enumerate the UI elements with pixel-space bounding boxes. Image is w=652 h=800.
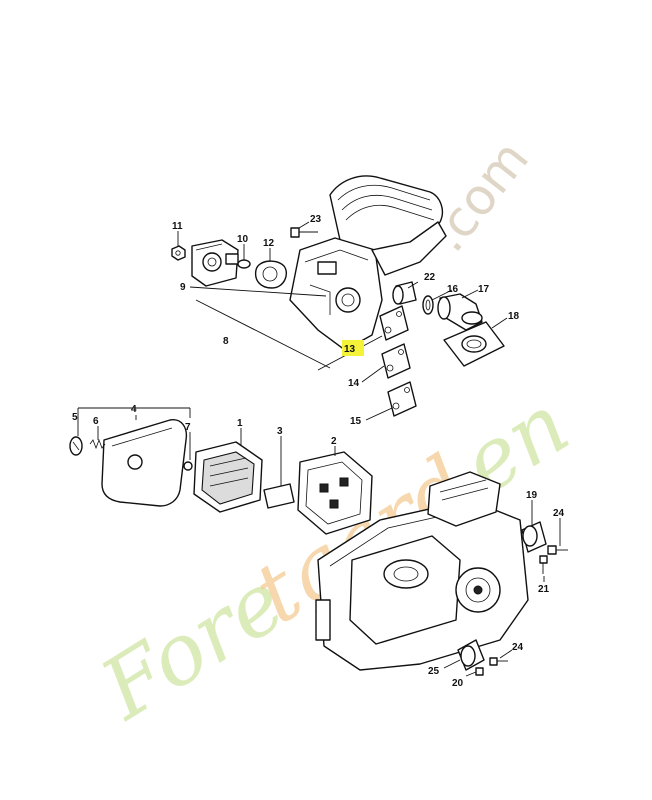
- callout-18[interactable]: 18: [508, 311, 520, 322]
- part-24-screw-bottom: [489, 657, 508, 666]
- part-17-intake: [437, 293, 483, 331]
- callout-7[interactable]: 7: [185, 422, 191, 433]
- part-16-ring: [422, 295, 434, 315]
- part-7-clip: [183, 461, 193, 471]
- part-6-spring: [89, 438, 106, 450]
- callout-4[interactable]: 4: [131, 404, 137, 415]
- leader-lines: [77, 221, 561, 669]
- callout-6[interactable]: 6: [93, 416, 99, 427]
- callout-21[interactable]: 21: [538, 584, 550, 595]
- part-5-knob: [69, 436, 83, 456]
- part-19-mount: [521, 521, 547, 553]
- callout-12[interactable]: 12: [263, 238, 275, 249]
- callout-9[interactable]: 9: [180, 282, 186, 293]
- engine-crankcase: [315, 471, 529, 671]
- part-14-plate: [381, 343, 411, 379]
- part-3-foam: [263, 483, 295, 509]
- part-4-filter-cover: [101, 419, 188, 507]
- part-12-gasket: [254, 260, 288, 289]
- callout-13[interactable]: 13: [344, 344, 356, 355]
- callout-22[interactable]: 22: [424, 272, 436, 283]
- callout-1[interactable]: 1: [237, 418, 243, 429]
- part-20-screw: [465, 667, 484, 677]
- part-1-filter: [193, 441, 263, 513]
- part-23-screw: [290, 227, 318, 238]
- callout-14[interactable]: 14: [348, 378, 360, 389]
- callout-16[interactable]: 16: [447, 284, 459, 295]
- part-15-plate: [387, 381, 417, 417]
- callout-15[interactable]: 15: [350, 416, 362, 427]
- callout-11[interactable]: 11: [172, 221, 183, 232]
- part-24-screw-top: [547, 545, 568, 555]
- callout-2[interactable]: 2: [331, 436, 337, 447]
- callout-8[interactable]: 8: [223, 336, 229, 347]
- handle-housing: [289, 175, 447, 351]
- part-9-carburetor: [191, 239, 239, 287]
- callout-20[interactable]: 20: [452, 678, 464, 689]
- part-25-mount: [457, 639, 485, 671]
- part-11-nut: [171, 245, 186, 261]
- callout-17[interactable]: 17: [478, 284, 490, 295]
- highlight-13: [342, 340, 364, 356]
- callout-24-top[interactable]: 24: [553, 508, 565, 519]
- callout-25[interactable]: 25: [428, 666, 440, 677]
- callout-5[interactable]: 5: [72, 412, 78, 423]
- part-13-plate: [379, 305, 409, 341]
- callouts: 11 10 12 23 9 8 13 22 16 17 18 14 15 4 5…: [72, 214, 565, 689]
- part-21-screw: [539, 555, 548, 574]
- part-2-filter-base: [297, 451, 373, 535]
- callout-19[interactable]: 19: [526, 490, 538, 501]
- callout-10[interactable]: 10: [237, 234, 249, 245]
- part-10-fitting: [237, 248, 251, 269]
- part-18-flange: [443, 321, 505, 367]
- callout-3[interactable]: 3: [277, 426, 283, 437]
- part-22-spacer: [392, 281, 417, 305]
- callout-24-bottom[interactable]: 24: [512, 642, 524, 653]
- callout-23[interactable]: 23: [310, 214, 322, 225]
